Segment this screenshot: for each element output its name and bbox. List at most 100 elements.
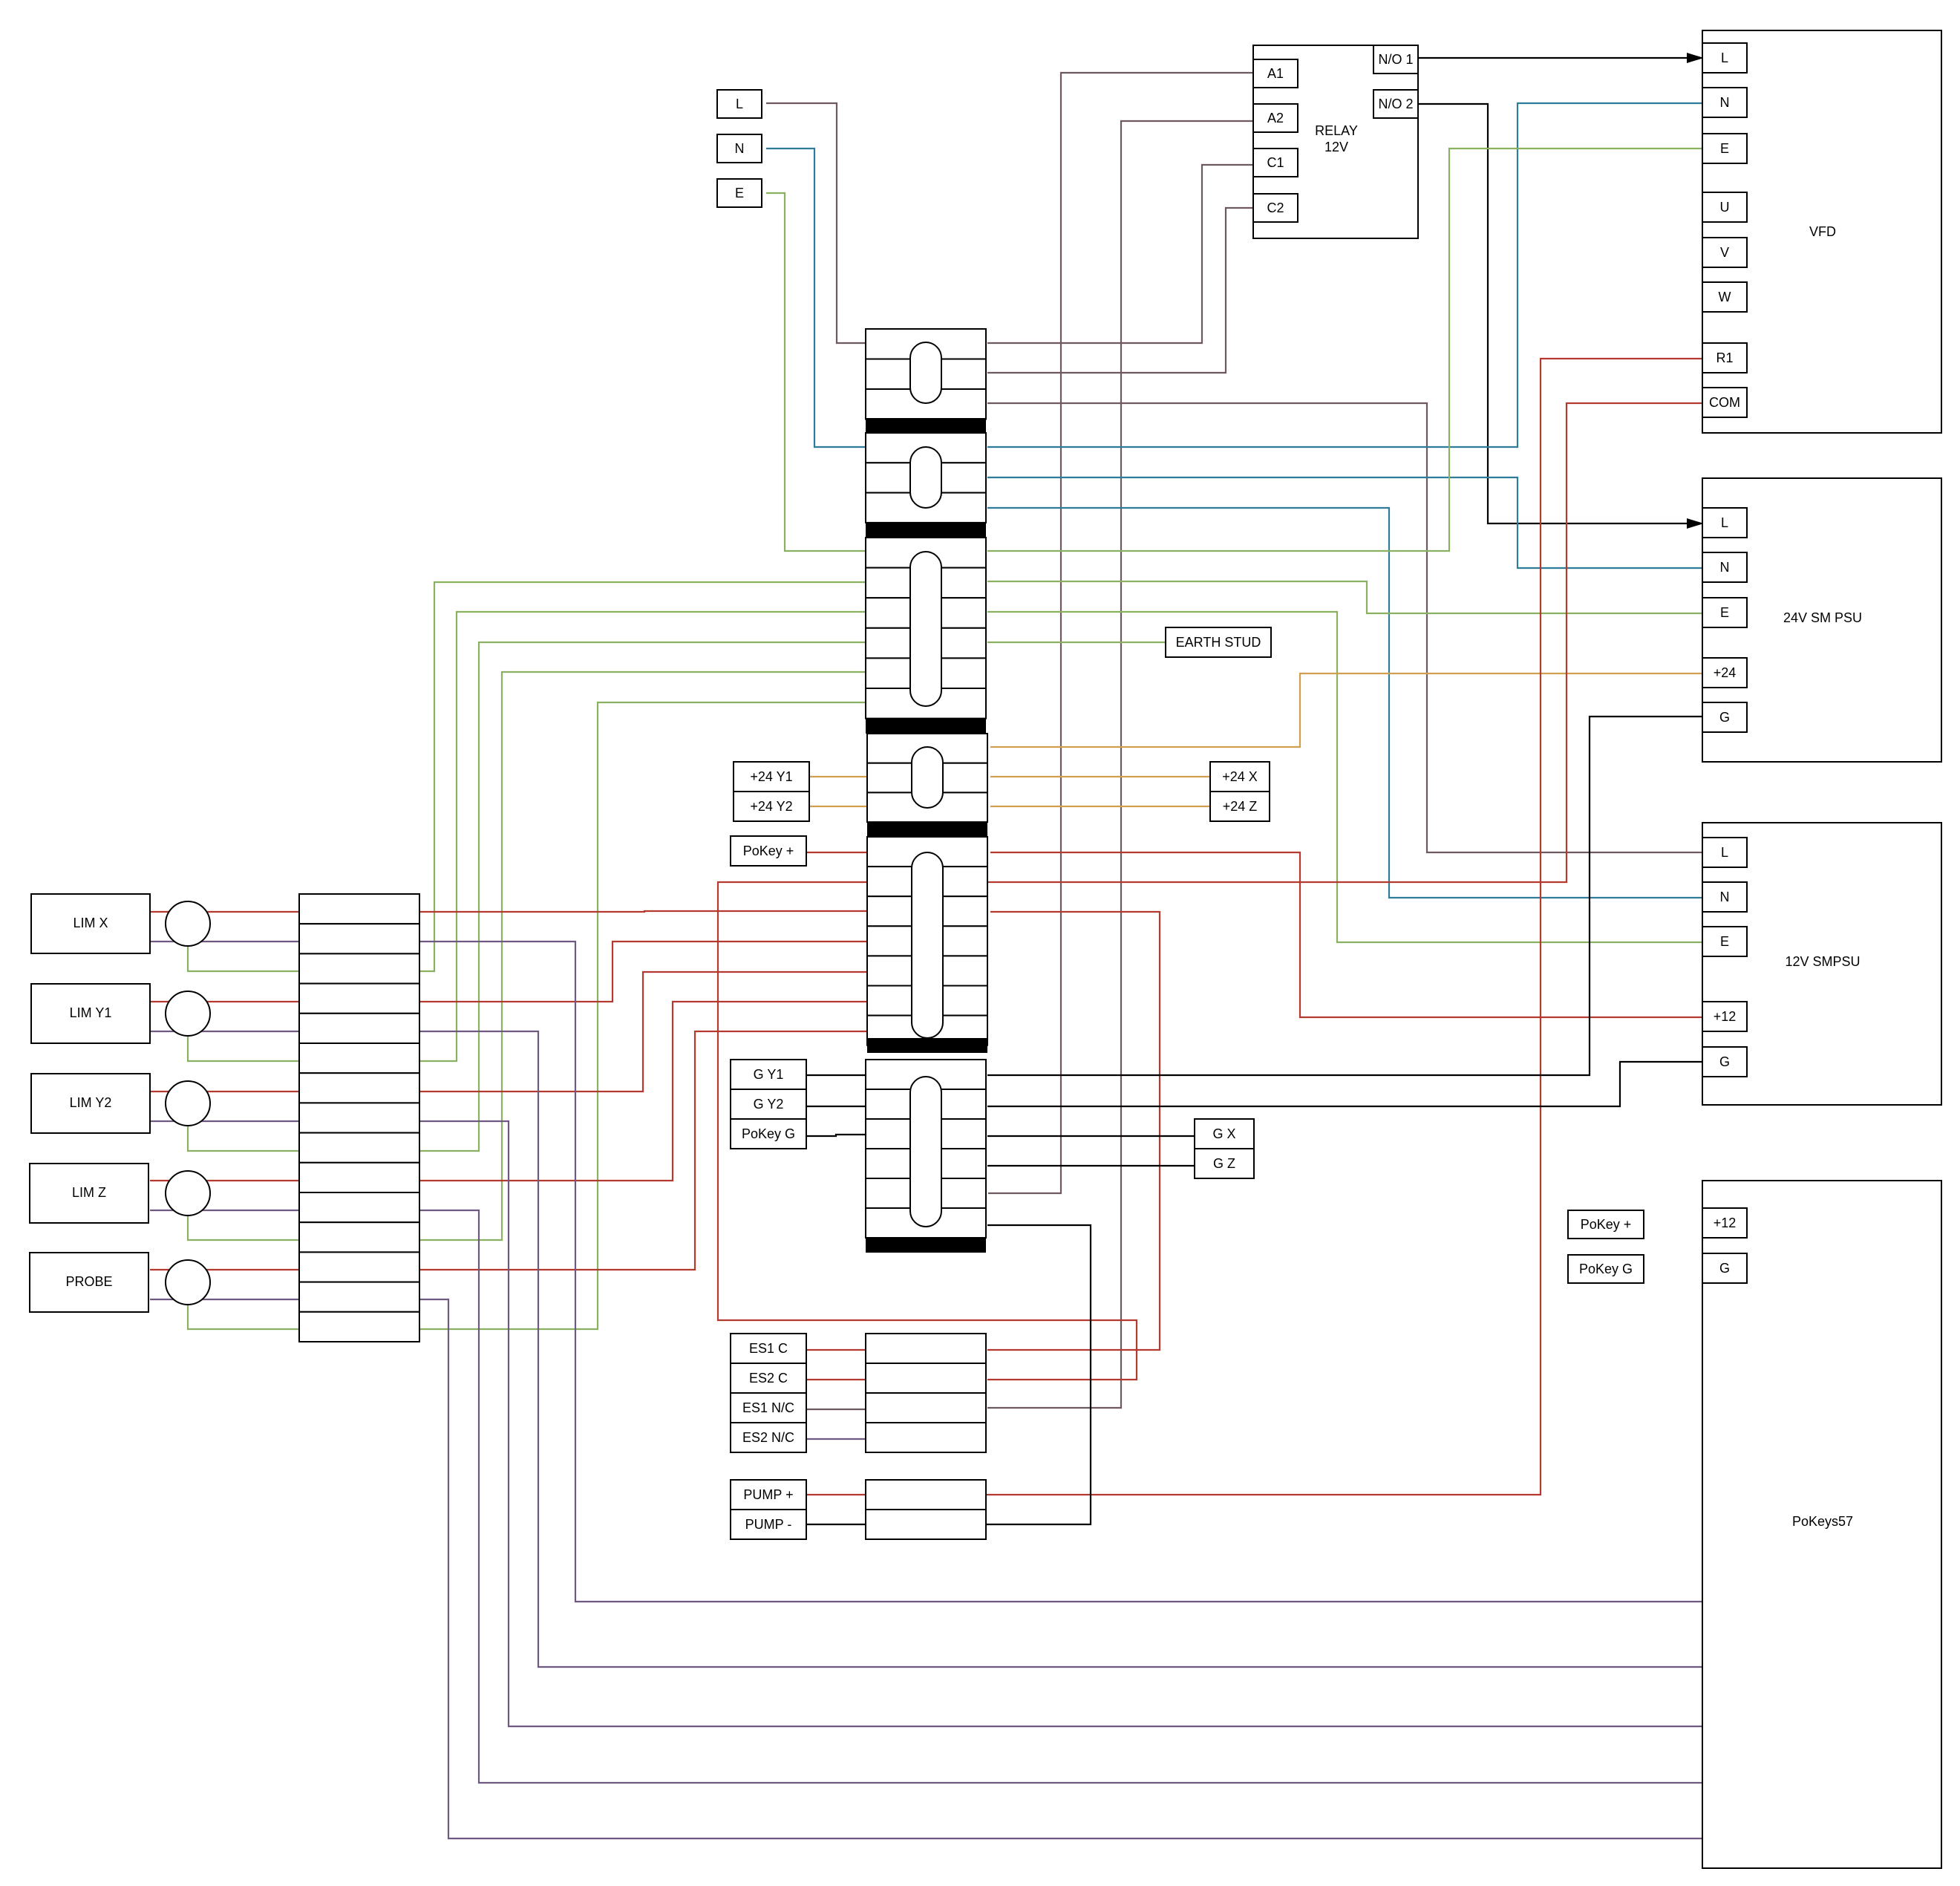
pokeys-pin-label: +12	[1714, 1216, 1737, 1230]
lead-earth-lim-x	[186, 942, 299, 973]
relay: RELAY 12V A1 A2 C1 C2 N/O 1 N/O 2	[1252, 45, 1419, 239]
psu12-pin-box	[1702, 1001, 1748, 1032]
wire-earth-lim-y1	[419, 610, 867, 1063]
jumper-n	[909, 446, 942, 509]
psu12-pin-box	[1702, 881, 1748, 913]
sensor-terminal	[298, 1281, 420, 1313]
wire-n-24v	[987, 476, 1704, 570]
sensor-lim-y2-symbol	[165, 1080, 211, 1126]
pump-neg-box	[730, 1509, 807, 1540]
earth-stud-label: EARTH STUD	[1176, 635, 1261, 650]
mains-n-label: N	[735, 141, 745, 156]
wire-n-12v	[987, 506, 1704, 899]
sensor-terminal	[298, 1132, 420, 1164]
sensor-lim-x-label: LIM X	[73, 916, 108, 930]
lead-earth-probe	[186, 1299, 299, 1331]
psu24-pin-label: +24	[1714, 665, 1737, 680]
lead-earth-lim-z	[186, 1210, 299, 1241]
vfd-pin-box	[1702, 42, 1748, 74]
pos24-y2-label: +24 Y2	[750, 799, 792, 814]
g-y2-box	[730, 1089, 807, 1120]
wire-pump-ground	[986, 1224, 1092, 1526]
relay-no1-box	[1373, 45, 1419, 74]
sensor-terminal-block	[298, 893, 420, 1343]
psu24-pin-label: L	[1721, 515, 1728, 530]
sensor-terminal	[298, 923, 420, 955]
pump-pos-box	[730, 1479, 807, 1510]
sensor-lim-y2-label: LIM Y2	[70, 1095, 112, 1110]
wire-sig-lim-z	[419, 1209, 1702, 1784]
pos24-y1-label: +24 Y1	[750, 769, 792, 784]
rail-end-stop	[866, 1238, 986, 1253]
wire-g-24v	[987, 715, 1704, 1077]
sensor-lim-z-label: LIM Z	[72, 1185, 106, 1200]
estop-terminal	[865, 1422, 987, 1453]
pokeys-pin-box	[1702, 1253, 1748, 1284]
wire-sig-probe	[419, 1298, 1702, 1840]
sensor-terminal	[298, 1042, 420, 1074]
wires	[150, 53, 1704, 1840]
estop-terminal	[865, 1333, 987, 1364]
es2-c-box	[730, 1363, 807, 1394]
vfd-pin-label: N	[1720, 95, 1730, 110]
pokeys-pin-label: G	[1719, 1261, 1730, 1276]
vfd-pin-box	[1702, 133, 1748, 164]
estop-terminal	[865, 1392, 987, 1423]
pokey-pos-label: PoKey +	[743, 844, 794, 858]
pokey-g-label: PoKey G	[742, 1126, 795, 1141]
wire-earth-lim-x	[419, 581, 867, 973]
rail-end-stop	[866, 523, 986, 538]
sensor-terminal	[298, 1221, 420, 1253]
wire-12-probe	[419, 1030, 869, 1271]
vfd-pin-label: E	[1720, 141, 1729, 156]
g-x-box	[1194, 1118, 1255, 1149]
wire-12-lim-y1	[419, 940, 869, 1003]
jumper-24v	[911, 746, 944, 809]
rail-end-stop	[867, 822, 987, 837]
pokeys-pokey-pos-box	[1567, 1210, 1644, 1239]
vfd-pin-label: W	[1719, 290, 1731, 304]
terminal-rail	[865, 328, 988, 1253]
relay-a1-label: A1	[1267, 66, 1284, 81]
wire-sig-lim-y2	[419, 1120, 1702, 1728]
vfd-pin-label: COM	[1709, 395, 1740, 410]
relay-a2-box	[1252, 103, 1298, 133]
pump-pos-label: PUMP +	[743, 1487, 793, 1502]
psu24-pin-box	[1702, 657, 1748, 688]
rail-labels: +24 Y1 +24 Y2 +24 X +24 Z PoKey + G Y1 G…	[730, 761, 1270, 1540]
psu12-pin-box	[1702, 926, 1748, 957]
wire-sig-lim-y1	[419, 1030, 1702, 1668]
wire-sig-lim-x	[419, 940, 1702, 1603]
sensors: LIM X LIM Y1 LIM Y2 LIM Z PROBE	[29, 893, 211, 1313]
vfd-pin-label: L	[1721, 50, 1728, 65]
pokeys-title: PoKeys57	[1792, 1514, 1853, 1529]
psu12-pin-label: G	[1719, 1054, 1730, 1069]
pump-terminal	[865, 1509, 987, 1540]
psu12-pin-label: E	[1720, 934, 1729, 949]
pos24-y1-box	[733, 761, 810, 792]
sensor-terminal	[298, 953, 420, 985]
psu24-pin-box	[1702, 702, 1748, 733]
wire-g-12v	[987, 1060, 1704, 1108]
wire-n-vfd	[987, 102, 1704, 448]
psu24-pin-box	[1702, 552, 1748, 583]
sensor-lim-y1-box	[30, 983, 151, 1044]
sensor-probe-symbol	[165, 1259, 211, 1305]
sensor-terminal	[298, 1012, 420, 1045]
sensor-terminal	[298, 1072, 420, 1104]
psu12-title: 12V SMPSU	[1785, 954, 1860, 969]
wire-a1	[988, 71, 1256, 1195]
pump-terminal	[865, 1479, 987, 1510]
sensor-probe-label: PROBE	[65, 1274, 112, 1289]
wire-es-loop	[987, 910, 1161, 1351]
wire-e-vfd	[987, 147, 1704, 552]
vfd-pin-box	[1702, 387, 1748, 418]
pos24-z-box	[1209, 791, 1270, 822]
pokeys-pin-box	[1702, 1207, 1748, 1239]
es2-c-label: ES2 C	[749, 1371, 788, 1386]
pokeys-body	[1702, 1180, 1942, 1869]
wire-c2	[987, 206, 1256, 374]
relay-c1-label: C1	[1267, 155, 1284, 170]
wire-mains-l	[766, 102, 926, 345]
